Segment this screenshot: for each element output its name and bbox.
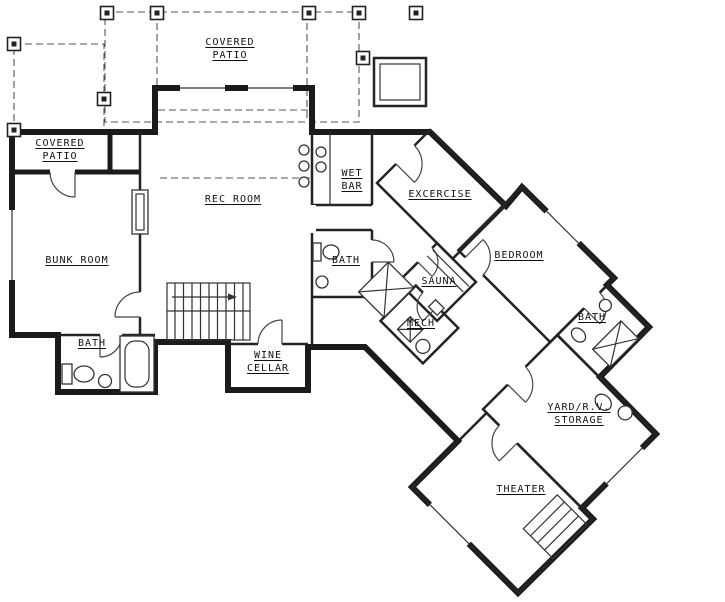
room-label-line: THEATER bbox=[496, 484, 546, 495]
room-label-theater: THEATER bbox=[496, 483, 545, 496]
room-label-line: BATH bbox=[331, 255, 361, 266]
shower-bath-right-icon bbox=[591, 319, 640, 368]
diagonal-wing bbox=[357, 128, 659, 595]
post-icon bbox=[96, 91, 112, 107]
wing-walls bbox=[375, 128, 659, 595]
sauna-bench-icon bbox=[426, 249, 470, 317]
wing-fixtures bbox=[357, 249, 640, 560]
sink-bath-right-icon bbox=[598, 298, 613, 313]
room-label-covered-patio-left: COVERED PATIO bbox=[35, 137, 84, 163]
room-label-line: BATH bbox=[77, 338, 107, 349]
room-label-line: BATH bbox=[577, 312, 607, 323]
toilet-bath-left-icon bbox=[61, 363, 95, 385]
post-icon bbox=[6, 122, 22, 138]
room-label-line: STORAGE bbox=[554, 415, 604, 426]
fixtures bbox=[61, 56, 428, 393]
bar-stools-icon bbox=[298, 144, 310, 188]
room-label-bedroom: BEDROOM bbox=[494, 249, 543, 262]
post-icon bbox=[408, 5, 424, 21]
room-label-line: PATIO bbox=[42, 151, 78, 162]
room-label-line: PATIO bbox=[212, 50, 248, 61]
room-label-line: WET bbox=[341, 168, 363, 179]
room-label-line: BUNK ROOM bbox=[45, 255, 109, 266]
room-label-line: YARD/R.V. bbox=[547, 402, 611, 413]
room-label-bath-center: BATH bbox=[332, 254, 360, 267]
room-label-bath-left: BATH bbox=[78, 337, 106, 350]
sink-bath-left-icon bbox=[97, 373, 113, 389]
post-icon bbox=[6, 36, 22, 52]
room-label-bath-right: BATH bbox=[578, 311, 606, 324]
room-label-line: COVERED bbox=[35, 138, 85, 149]
post-icon bbox=[351, 5, 367, 21]
room-label-line: MECH bbox=[406, 318, 436, 329]
toilet-bath-center-icon bbox=[312, 242, 340, 262]
wing-windows bbox=[427, 208, 645, 547]
room-label-rec-room: REC ROOM bbox=[205, 193, 261, 206]
bathtub-icon bbox=[119, 335, 155, 393]
floor-drain-icon bbox=[617, 405, 633, 421]
wet-bar-sink-icon bbox=[315, 132, 331, 205]
fireplace-icon bbox=[131, 189, 149, 235]
room-label-line: EXCERCISE bbox=[408, 189, 472, 200]
room-label-wet-bar: WET BAR bbox=[341, 167, 362, 193]
post-icon bbox=[99, 5, 115, 21]
post-icon bbox=[149, 5, 165, 21]
room-label-exercise: EXCERCISE bbox=[408, 188, 471, 201]
room-label-line: BAR bbox=[341, 181, 363, 192]
windows bbox=[8, 84, 293, 280]
dashed-roof-lines bbox=[13, 11, 360, 179]
sink-bath-center-icon bbox=[315, 275, 329, 289]
interior-walls bbox=[58, 132, 374, 346]
room-label-bunk-room: BUNK ROOM bbox=[45, 254, 108, 267]
room-label-wine-cellar: WINE CELLAR bbox=[247, 349, 289, 375]
theater-steps-icon bbox=[522, 494, 588, 560]
room-label-line: BEDROOM bbox=[494, 250, 544, 261]
post-icon bbox=[301, 5, 317, 21]
room-label-covered-patio-top: COVERED PATIO bbox=[205, 36, 254, 62]
room-label-line: REC ROOM bbox=[204, 194, 262, 205]
spa-icon bbox=[372, 56, 428, 108]
column-posts bbox=[6, 5, 424, 138]
room-label-sauna: SAUNA bbox=[421, 275, 456, 288]
doors bbox=[49, 168, 395, 358]
room-label-yard-rv-storage: YARD/R.V. STORAGE bbox=[547, 401, 610, 427]
toilet-bath-right-icon bbox=[570, 327, 587, 343]
utility-fixture-icon bbox=[594, 393, 612, 411]
room-label-line: WINE bbox=[253, 350, 283, 361]
mech-equipment-icon bbox=[396, 315, 431, 355]
room-label-line: CELLAR bbox=[246, 363, 290, 374]
exterior-walls bbox=[9, 85, 661, 598]
shower-hall-icon bbox=[357, 261, 415, 319]
room-label-mech: MECH bbox=[407, 317, 435, 330]
wing-doors bbox=[393, 142, 607, 462]
room-label-line: COVERED bbox=[205, 37, 255, 48]
post-icon bbox=[355, 50, 371, 66]
room-label-line: SAUNA bbox=[421, 276, 457, 287]
staircase bbox=[166, 282, 251, 341]
